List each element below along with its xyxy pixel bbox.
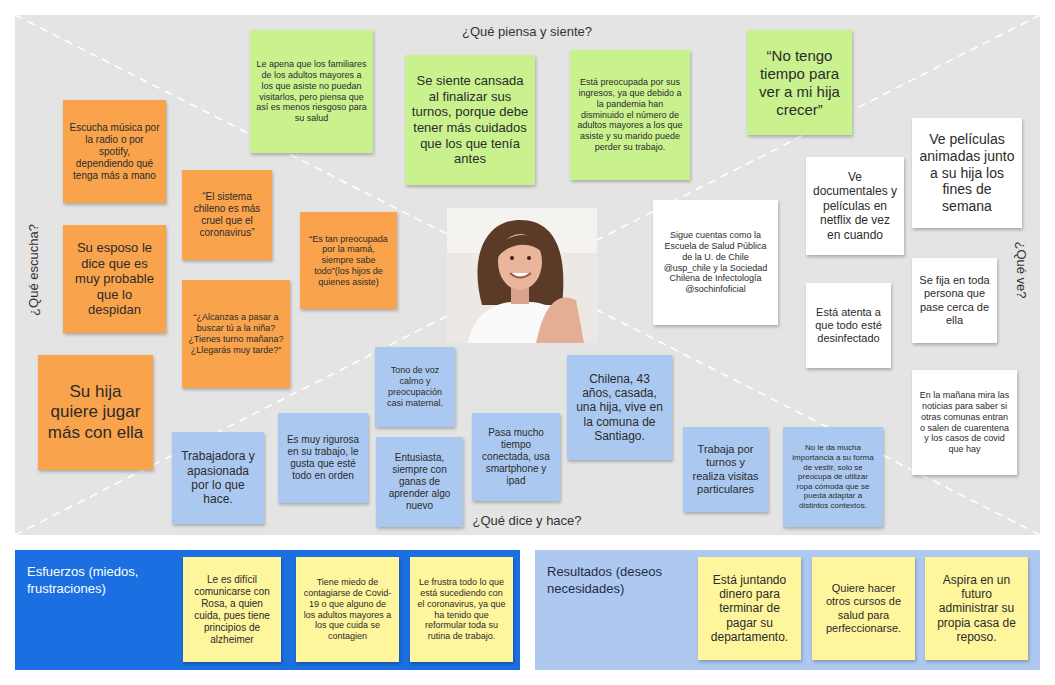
sticky-note: Escucha música por la radio o por spotif… (63, 100, 166, 203)
sticky-note: Está preocupada por sus ingresos, ya que… (570, 50, 690, 180)
hair (477, 220, 563, 305)
sticky-note: Ve películas animadas junto a su hija lo… (912, 118, 1022, 228)
sticky-note: Sigue cuentas como la Escuela de Salud P… (653, 200, 778, 325)
note-text: Chilena, 43 años, casada, una hija, vive… (573, 372, 666, 444)
photo-ground (447, 208, 597, 343)
smile (510, 273, 531, 278)
sticky-note: Tono de voz calmo y preocupación casi ma… (375, 347, 455, 427)
note-text: Está preocupada por sus ingresos, ya que… (576, 77, 684, 153)
note-text: Trabaja por turnos y realiza visitas par… (689, 443, 762, 496)
note-text: Entusiasta, siempre con ganas de aprende… (382, 452, 457, 512)
note-text: “¿Alcanzas a pasar a buscar tú a la niña… (188, 312, 284, 355)
note-text: Se fija en toda persona que pase cerca d… (918, 274, 991, 327)
quadrant-label: ¿Qué dice y hace? (472, 513, 581, 528)
sticky-note: Se fija en toda persona que pase cerca d… (912, 258, 997, 343)
sticky-note: En la mañana mira las noticias para sabe… (912, 370, 1017, 475)
sticky-note: Su hija quiere jugar más con ella (38, 355, 153, 470)
sticky-note: Su esposo le dice que es muy probable qu… (63, 225, 166, 333)
sticky-note: No le da mucha importancia a su forma de… (783, 427, 883, 527)
sticky-note: Se siente cansada al finalizar sus turno… (405, 55, 535, 185)
note-text: Su hija quiere jugar más con ella (44, 382, 147, 443)
band-heading: Resultados (deseos necesidades) (547, 564, 697, 598)
sticky-note: Aspira en un futuro administrar su propi… (925, 557, 1028, 660)
note-text: Ve documentales y películas en netflix d… (812, 170, 898, 242)
note-text: Le frustra todo lo que está sucediendo c… (416, 577, 507, 642)
portrait-photo (447, 208, 597, 343)
note-text: Ve películas animadas junto a su hija lo… (918, 131, 1016, 215)
note-text: “No tengo tiempo para ver a mi hija crec… (753, 47, 846, 119)
hair-fringe (497, 235, 545, 258)
note-text: Le apena que los familiares de los adult… (256, 59, 367, 124)
sticky-note: Le frustra todo lo que está sucediendo c… (410, 557, 513, 662)
quadrant-label: ¿Qué escucha? (26, 224, 41, 316)
sticky-note: Entusiasta, siempre con ganas de aprende… (376, 437, 463, 527)
sticky-note: Es muy rigurosa en su trabajo, le gusta … (278, 413, 368, 503)
quadrant-dividers (15, 15, 1040, 535)
note-text: Tiene miedo de contagiarse de Covid-19 o… (302, 577, 393, 642)
note-text: Su esposo le dice que es muy probable qu… (69, 240, 160, 318)
note-text: Aspira en un futuro administrar su propi… (931, 573, 1022, 645)
quadrant-label: ¿Qué piensa y siente? (462, 24, 592, 39)
eye (510, 256, 514, 260)
note-text: Está juntando dinero para terminar de pa… (704, 573, 795, 645)
sticky-note: Está juntando dinero para terminar de pa… (698, 557, 801, 660)
note-text: En la mañana mira las noticias para sabe… (918, 390, 1011, 455)
eye (527, 256, 531, 260)
note-text: Quiere hacer otros cursos de salud para … (818, 582, 909, 635)
quadrant-label: ¿Qué ve? (1014, 241, 1029, 298)
note-text: Es muy rigurosa en su trabajo, le gusta … (284, 434, 362, 482)
sticky-note: “¿Alcanzas a pasar a buscar tú a la niña… (182, 280, 290, 388)
section-band: Resultados (deseos necesidades)Está junt… (535, 550, 1040, 670)
note-text: “Es tan preocupada por la mamá, siempre … (306, 234, 391, 288)
sticky-note: Pasa mucho tiempo conectada, usa smartph… (472, 413, 560, 501)
note-text: Pasa mucho tiempo conectada, usa smartph… (478, 427, 554, 487)
sticky-note: “Es tan preocupada por la mamá, siempre … (300, 212, 397, 309)
note-text: Se siente cansada al finalizar sus turno… (411, 73, 529, 167)
note-text: Sigue cuentas como la Escuela de Salud P… (659, 230, 772, 295)
hand (536, 297, 584, 343)
sticky-note: Trabajadora y apasionada por lo que hace… (172, 432, 264, 524)
sticky-note: Tiene miedo de contagiarse de Covid-19 o… (296, 557, 399, 662)
section-band: Esfuerzos (miedos, frustraciones) Le es d… (15, 550, 520, 670)
sticky-note: Le es difícil comunicarse con Rosa, a qu… (183, 557, 281, 662)
sticky-note: Le apena que los familiares de los adult… (250, 30, 373, 153)
note-text: Escucha música por la radio o por spotif… (69, 122, 160, 182)
sticky-note: Quiere hacer otros cursos de salud para … (812, 557, 915, 660)
note-text: Tono de voz calmo y preocupación casi ma… (381, 365, 449, 408)
map-panel (15, 15, 1040, 535)
sticky-note: Ve documentales y películas en netflix d… (806, 157, 904, 255)
note-text: Trabajadora y apasionada por lo que hace… (178, 449, 258, 507)
sticky-note: Trabaja por turnos y realiza visitas par… (683, 427, 768, 512)
note-text: Le es difícil comunicarse con Rosa, a qu… (189, 574, 275, 646)
sticky-note: Chilena, 43 años, casada, una hija, vive… (567, 355, 672, 460)
sticky-note: Está atenta a que todo esté desinfectado (806, 283, 891, 368)
sticky-note: “No tengo tiempo para ver a mi hija crec… (747, 30, 852, 135)
sticky-note: “El sistema chileno es más cruel que el … (182, 170, 272, 260)
note-text: “El sistema chileno es más cruel que el … (188, 191, 266, 239)
note-text: Está atenta a que todo esté desinfectado (812, 306, 885, 346)
band-heading: Esfuerzos (miedos, frustraciones) (27, 564, 177, 598)
note-text: No le da mucha importancia a su forma de… (789, 443, 877, 510)
